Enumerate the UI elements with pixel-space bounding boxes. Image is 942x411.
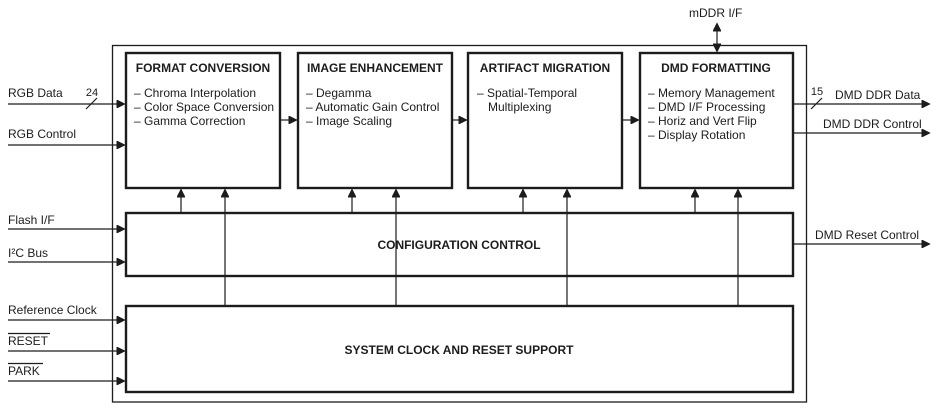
- bus-width-label: 24: [86, 87, 98, 99]
- output-dmd-ddr-data: 15 DMD DDR Data: [793, 86, 929, 110]
- input-i2c-bus: I²C Bus: [8, 246, 124, 262]
- block-box: [124, 211, 795, 278]
- signal-label: Flash I/F: [8, 213, 55, 227]
- block-item: – Automatic Gain Control: [306, 100, 439, 114]
- bus-slash: [85, 97, 98, 110]
- output-dmd-reset-control: DMD Reset Control: [793, 228, 929, 244]
- block-item: – Image Scaling: [306, 114, 392, 128]
- block-box: [296, 51, 454, 190]
- block-item: – Display Rotation: [648, 128, 745, 142]
- input-reference-clock: Reference Clock: [8, 303, 124, 320]
- block-title: FORMAT CONVERSION: [136, 61, 270, 75]
- block-image-enhancement: IMAGE ENHANCEMENT – Degamma – Automatic …: [296, 51, 454, 190]
- signal-label: Reference Clock: [8, 303, 98, 317]
- input-reset-n: RESET: [8, 332, 124, 352]
- signal-label: RESET: [8, 334, 49, 348]
- signal-label: DMD Reset Control: [815, 228, 919, 242]
- block-box: [638, 51, 795, 190]
- block-title: IMAGE ENHANCEMENT: [307, 61, 444, 75]
- block-item: – Chroma Interpolation: [134, 86, 256, 100]
- clock-arrows: [225, 190, 738, 306]
- block-configuration-control: CONFIGURATION CONTROL: [124, 211, 795, 278]
- signal-mddr-if: mDDR I/F: [689, 6, 742, 51]
- bus-width-label: 15: [811, 86, 823, 98]
- block-system-clock-reset: SYSTEM CLOCK AND RESET SUPPORT: [124, 304, 795, 394]
- input-rgb-control: RGB Control: [8, 127, 124, 145]
- block-box: [124, 51, 282, 190]
- block-dmd-formatting: DMD FORMATTING – Memory Management – DMD…: [638, 51, 795, 190]
- block-title: SYSTEM CLOCK AND RESET SUPPORT: [345, 343, 575, 357]
- block-item: – Gamma Correction: [134, 114, 245, 128]
- block-box: [124, 304, 795, 394]
- signal-label: mDDR I/F: [689, 6, 742, 20]
- input-park-n: PARK: [8, 362, 124, 382]
- input-rgb-data: RGB Data 24: [8, 86, 124, 110]
- signal-label: DMD DDR Data: [835, 88, 921, 102]
- signal-label: RGB Control: [8, 127, 76, 141]
- block-item: – Degamma: [306, 86, 372, 100]
- signal-label: DMD DDR Control: [823, 117, 922, 131]
- input-flash-if: Flash I/F: [8, 213, 124, 229]
- block-format-conversion: FORMAT CONVERSION – Chroma Interpolation…: [124, 51, 282, 190]
- block-item: – DMD I/F Processing: [648, 100, 765, 114]
- signal-label: PARK: [8, 364, 40, 378]
- block-artifact-migration: ARTIFACT MIGRATION – Spatial-Temporal Mu…: [466, 51, 624, 190]
- block-item: – Memory Management: [648, 86, 775, 100]
- signal-label: RGB Data: [8, 86, 63, 100]
- block-item: – Color Space Conversion: [134, 100, 274, 114]
- block-item: – Horiz and Vert Flip: [648, 114, 757, 128]
- signal-label: I²C Bus: [8, 246, 48, 260]
- block-title: ARTIFACT MIGRATION: [480, 61, 610, 75]
- output-dmd-ddr-control: DMD DDR Control: [793, 117, 929, 133]
- bus-slash: [810, 97, 823, 110]
- block-item: – Spatial-Temporal: [477, 86, 577, 100]
- block-title: DMD FORMATTING: [661, 61, 771, 75]
- config-control-arrows: [181, 190, 695, 213]
- block-title: CONFIGURATION CONTROL: [377, 238, 540, 252]
- block-item: Multiplexing: [488, 100, 551, 114]
